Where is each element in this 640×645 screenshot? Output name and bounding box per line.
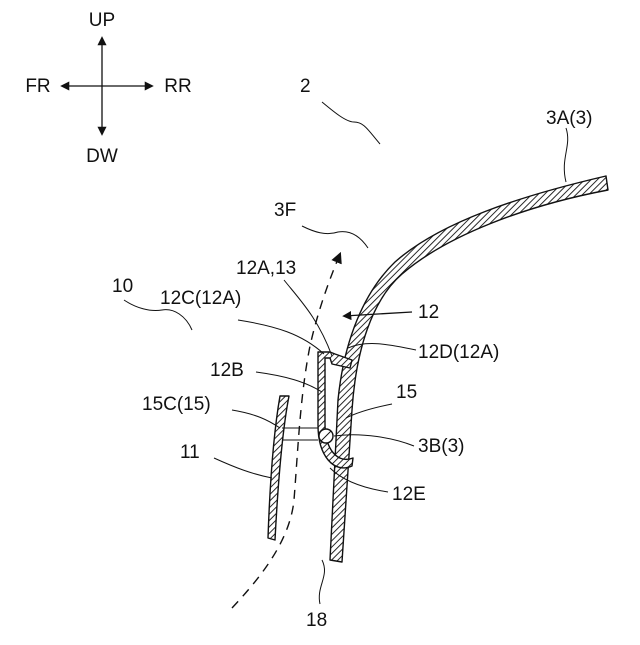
label-front: FR	[25, 76, 50, 97]
label-12D: 12D(12A)	[418, 342, 499, 363]
label-3A: 3A(3)	[546, 108, 592, 129]
leader-3F	[302, 226, 368, 248]
direction-compass: UP DW FR RR	[25, 10, 191, 167]
label-12E: 12E	[392, 484, 426, 505]
label-12B: 12B	[210, 360, 244, 381]
panel-3A	[330, 176, 608, 562]
label-15: 15	[396, 382, 417, 403]
leader-15C	[232, 410, 280, 428]
panel-11	[268, 396, 289, 540]
label-up: UP	[89, 10, 115, 31]
label-12A13: 12A,13	[236, 258, 296, 279]
arrow-12	[344, 312, 412, 316]
leader-12C	[238, 320, 324, 354]
leader-12B	[256, 372, 322, 392]
leader-12A13	[284, 280, 332, 356]
leader-3A	[564, 128, 567, 182]
label-rear: RR	[164, 76, 191, 97]
label-18: 18	[306, 610, 327, 631]
leader-2	[322, 102, 380, 144]
label-down: DW	[86, 146, 118, 167]
label-3B: 3B(3)	[418, 436, 464, 457]
leader-18	[319, 560, 324, 604]
label-15C: 15C(15)	[142, 394, 211, 415]
label-11: 11	[180, 442, 200, 463]
label-12C: 12C(12A)	[160, 288, 241, 309]
label-2: 2	[300, 76, 311, 97]
label-12: 12	[418, 302, 439, 323]
label-10: 10	[112, 276, 133, 297]
label-3F: 3F	[274, 200, 296, 221]
leader-11	[214, 458, 272, 478]
